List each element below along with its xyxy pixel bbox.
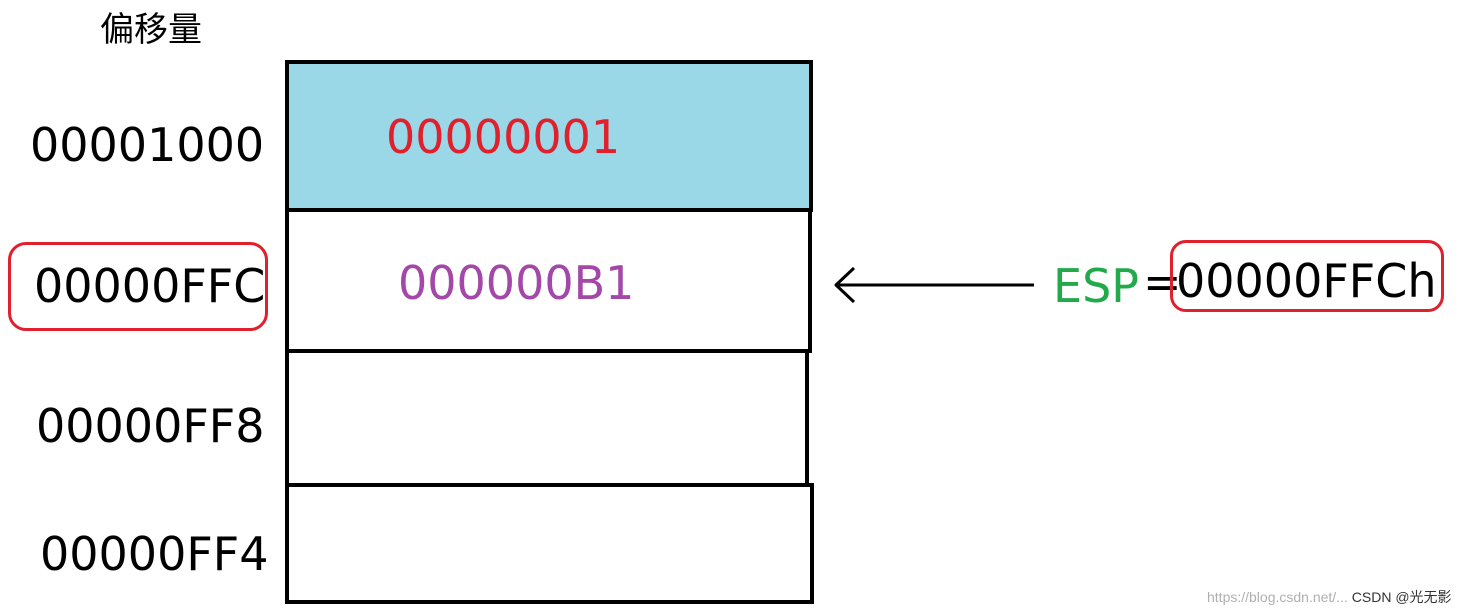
offset-label-00000ff4: 00000FF4 xyxy=(40,527,269,581)
stack-cell-00000ff8 xyxy=(285,349,809,487)
esp-value: 00000FFCh xyxy=(1176,254,1437,308)
watermark-brand: CSDN @光无影 xyxy=(1351,589,1452,605)
offset-column-header: 偏移量 xyxy=(100,10,202,50)
offset-label-00000ffc: 00000FFC xyxy=(34,259,266,313)
esp-value-highlight-ring xyxy=(1170,240,1444,312)
stack-value-00000001: 00000001 xyxy=(386,110,621,164)
offset-highlight-ring xyxy=(8,242,268,331)
watermark-url: https://blog.csdn.net/... xyxy=(1207,589,1348,605)
esp-register-label: ESP xyxy=(1053,259,1140,313)
offset-label-00000ff8: 00000FF8 xyxy=(36,399,265,453)
watermark: https://blog.csdn.net/... CSDN @光无影 xyxy=(1207,587,1452,607)
stack-value-000000b1: 000000B1 xyxy=(398,256,635,310)
stack-cell-00001000 xyxy=(285,60,813,212)
offset-label-00001000: 00001000 xyxy=(30,118,265,172)
stack-cell-00000ff4 xyxy=(285,483,814,604)
left-arrow-icon xyxy=(834,266,1034,304)
